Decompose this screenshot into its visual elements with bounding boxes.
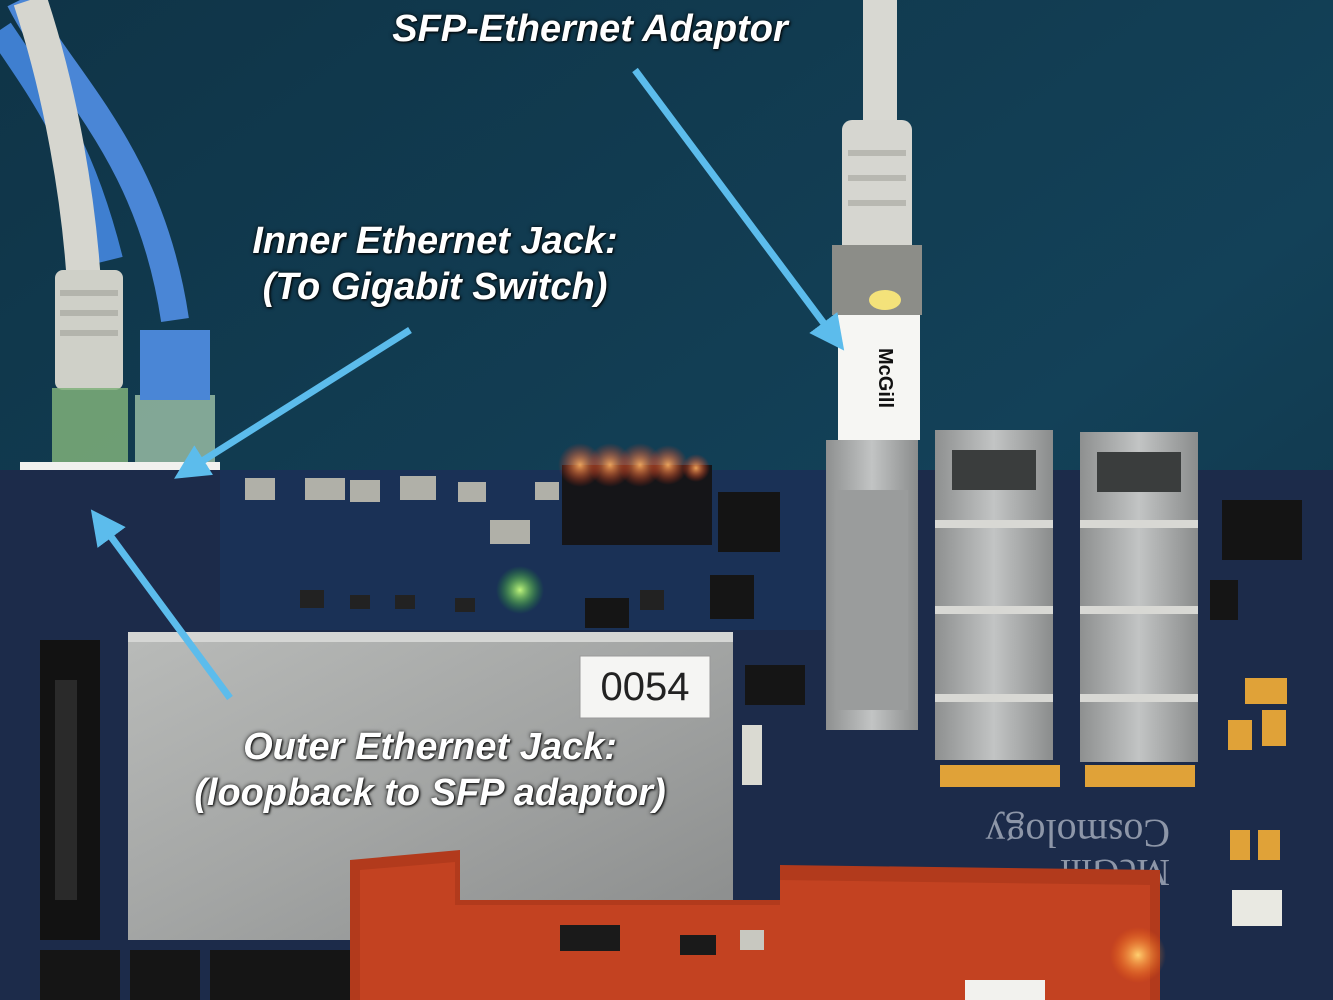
arrow-sfp-adaptor — [632, 67, 845, 351]
bottom-headers — [40, 950, 350, 1000]
arrow-outer-jack — [90, 509, 233, 701]
label-inner-jack-line2: (To Gigabit Switch) — [262, 266, 608, 308]
label-outer-jack: Outer Ethernet Jack: (loopback to SFP ad… — [140, 724, 720, 816]
label-sfp-adaptor: SFP-Ethernet Adaptor — [340, 6, 840, 52]
label-inner-jack-line1: Inner Ethernet Jack: — [252, 220, 618, 262]
sfp-cages — [935, 430, 1198, 787]
sfp-sticker-text: McGill — [874, 348, 896, 408]
sfp-ethernet-adaptor: McGill — [826, 0, 922, 730]
pcb-components — [245, 476, 1302, 926]
label-outer-jack-line2: (loopback to SFP adaptor) — [194, 772, 666, 814]
arrow-inner-jack — [174, 327, 412, 479]
annotation-arrows — [90, 67, 845, 701]
label-inner-jack: Inner Ethernet Jack: (To Gigabit Switch) — [200, 218, 670, 310]
label-sfp-adaptor-text: SFP-Ethernet Adaptor — [392, 8, 788, 50]
silkscreen-cosmology: Cosmology — [986, 811, 1170, 856]
serial-tag-text: 0054 — [601, 665, 690, 709]
led-bar — [496, 443, 712, 614]
red-daughter-board — [350, 850, 1166, 1000]
serial-tag: 0054 — [579, 655, 711, 719]
label-outer-jack-line1: Outer Ethernet Jack: — [243, 726, 617, 768]
